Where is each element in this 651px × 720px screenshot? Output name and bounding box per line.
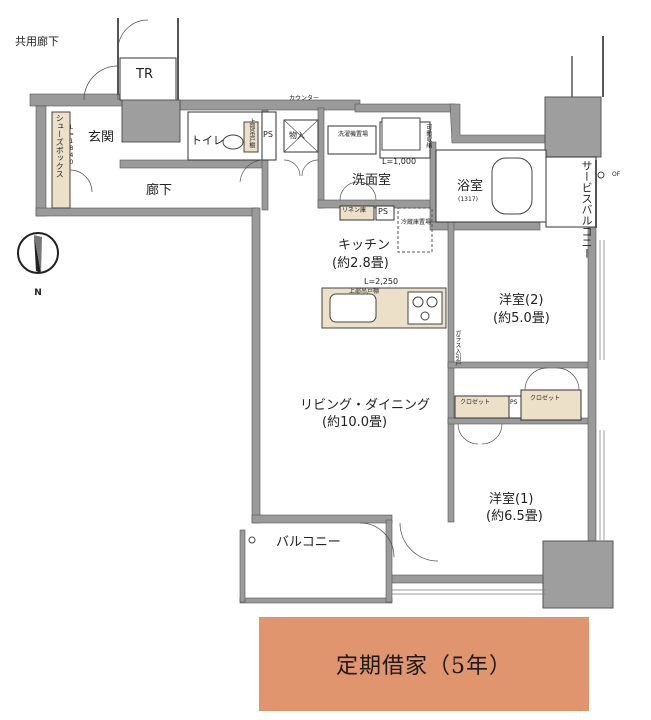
wash-basin <box>381 117 421 151</box>
outdoor-fixture <box>597 171 605 179</box>
toilet-bowl <box>222 134 244 150</box>
living-label: リビング・ダイニング <box>300 398 431 413</box>
entrance-door-swing <box>83 65 119 101</box>
north-arrow-letter: N <box>34 288 42 298</box>
burner-3 <box>420 311 430 321</box>
room1-size-label: (約6.5畳) <box>486 509 543 524</box>
upper-cabinet-label: 上部吊戸棚 <box>349 288 380 295</box>
kitchen-length-label: L=2,250 <box>364 277 399 286</box>
closet-a-door-swing <box>457 423 503 445</box>
linen-label: リネン庫 <box>342 207 367 214</box>
closet-b-door-swing <box>524 367 580 391</box>
room2-label: 洋室(2) <box>499 293 544 308</box>
kitchen-sink <box>329 293 377 323</box>
shoebox-length-label: L=1840 <box>67 124 75 166</box>
storage-label: 物入 <box>289 131 305 140</box>
pillar-bottom-right <box>542 540 614 609</box>
counter-label: カウンター <box>289 95 320 102</box>
balcony-label: バルコニー <box>276 535 341 550</box>
lease-banner-text: 定期借家（5年） <box>336 654 512 679</box>
shoebox-cabinet <box>51 111 71 209</box>
closet-b-label: クロゼット <box>530 395 561 402</box>
fridge-label: 冷蔵庫置場 <box>401 219 432 226</box>
shoebox-label: シューズボックス <box>55 114 65 178</box>
washroom-length-label: L=1,000 <box>382 157 417 166</box>
balcony-drain <box>248 536 256 544</box>
laundry-storage-label: 可動収納 <box>424 124 432 148</box>
storage-x2 <box>283 119 319 153</box>
tr-box <box>119 57 177 101</box>
closet-a-label: クロゼット <box>460 399 491 406</box>
burner-2 <box>426 296 438 308</box>
north-arrow: N <box>17 232 59 298</box>
toilet-shelf <box>243 121 259 153</box>
of-label: OF <box>612 171 621 178</box>
ps-mid-box <box>375 205 395 221</box>
bath-label: 浴室 <box>457 179 484 194</box>
tr-label: TR <box>136 67 153 82</box>
kitchen-size-label: (約2.8畳) <box>332 256 389 271</box>
toilet-door-swing <box>239 159 263 183</box>
ps-top-label: PS <box>263 130 273 139</box>
storage-door-swing <box>283 159 319 177</box>
entrance-label: 玄関 <box>88 130 115 145</box>
living-size-label: (約10.0畳) <box>322 415 388 430</box>
room1-door-swing <box>399 522 439 562</box>
washer-label: 洗濯機置場 <box>337 131 368 138</box>
service-balcony-label: サービスバルコニー <box>580 160 593 259</box>
north-arrow-needle-light <box>34 235 42 273</box>
washroom-label: 洗面室 <box>352 173 392 188</box>
bathtub <box>491 157 533 215</box>
right-windows <box>599 240 605 540</box>
toilet-label: トイレ <box>191 134 224 147</box>
shoebox-door-swing <box>69 169 93 193</box>
ps-right-label: PS <box>510 399 518 406</box>
hallway-label: 廊下 <box>146 183 173 198</box>
living-door-swing <box>359 522 395 558</box>
glass-door-label: ガラス入引戸 <box>453 330 461 366</box>
burner-1 <box>412 296 424 308</box>
linen-box <box>339 205 375 221</box>
ps-top-box <box>261 111 277 161</box>
pillar-top-right <box>544 96 602 158</box>
service-balcony-area <box>545 156 597 228</box>
closet-b-box <box>520 389 582 421</box>
corridor-shared-label: 共用廊下 <box>15 35 59 48</box>
kitchen-stove <box>407 291 443 325</box>
upper-shelf-toilet-label: 上部吊戸棚 <box>247 118 255 148</box>
washroom-door-swing <box>339 181 377 201</box>
washer-box <box>327 125 377 155</box>
bath-size-label: (1317) <box>458 196 478 203</box>
kitchen-label: キッチン <box>338 238 391 253</box>
corridor-door-swing <box>117 19 149 51</box>
bottom-window <box>392 589 545 595</box>
fridge-space <box>397 207 433 253</box>
lease-banner: 定期借家（5年） <box>259 617 589 711</box>
room2-size-label: (約5.0畳) <box>493 311 550 326</box>
tr-shaft <box>121 99 181 143</box>
room1-label: 洋室(1) <box>489 492 534 507</box>
ps-mid-label: PS <box>378 207 388 216</box>
